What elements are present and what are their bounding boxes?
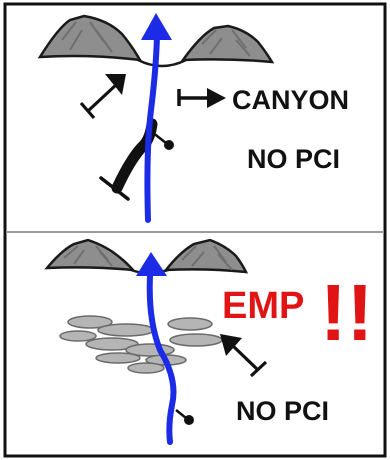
bar-arrow-head (207, 88, 226, 108)
arrow-icon (220, 334, 268, 378)
arrow-head (220, 334, 242, 356)
label-no-pci-bottom: NO PCI (236, 396, 329, 426)
mountain-ridge (201, 29, 251, 57)
river-arrow-icon (136, 252, 167, 276)
mountain-ridge (181, 245, 233, 271)
arrow-icon (79, 74, 126, 120)
river-line (144, 33, 160, 223)
dot-pointer-dot (164, 140, 174, 150)
top-panel: CANYON NO PCI (37, 13, 349, 223)
label-exclaim: !! (320, 268, 373, 357)
label-emp: EMP (222, 285, 304, 327)
stone-icon (97, 323, 155, 337)
label-canyon: CANYON (232, 85, 349, 115)
dot-pointer-icon (151, 131, 167, 144)
stone-icon (95, 352, 141, 364)
stone-icon (167, 317, 213, 331)
arrow-head (105, 74, 126, 95)
label-no-pci-top: NO PCI (247, 144, 340, 174)
arrow-tail (249, 360, 268, 378)
stone-icon (85, 337, 139, 351)
dot-pointer-icon (175, 409, 187, 419)
mountain-icon (37, 14, 143, 62)
dot-pointer-dot (184, 415, 194, 425)
arrow-shaft (86, 82, 119, 113)
arrow-shaft (230, 343, 260, 372)
mountain-ridge (63, 245, 113, 267)
stone-icon (59, 330, 97, 342)
canyon-floor (137, 58, 187, 68)
bar-arrow-icon (177, 88, 226, 108)
mountain-icon (180, 24, 275, 64)
stone-icon (169, 333, 223, 347)
stone-icon (67, 315, 113, 329)
arrow-tail (79, 101, 96, 120)
figure-border (3, 2, 387, 458)
river-arrow-icon (141, 13, 172, 40)
river-line (146, 273, 177, 445)
stone-icon (127, 362, 165, 374)
mountain-ridge (61, 21, 113, 53)
mountain-icon (44, 238, 137, 272)
bottom-panel: EMP !! NO PCI (44, 238, 373, 445)
bar-cap (99, 176, 130, 201)
